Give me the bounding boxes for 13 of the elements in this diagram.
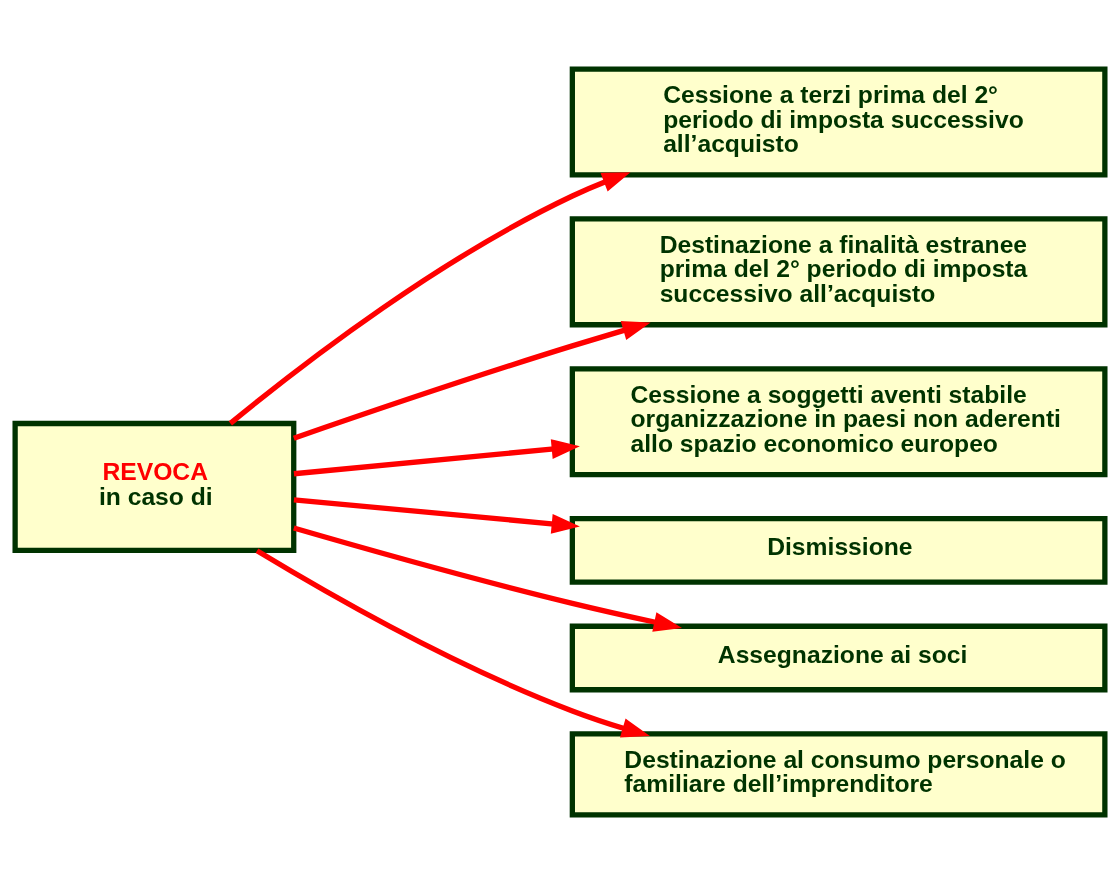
node-box: REVOCA in caso di [12, 420, 297, 554]
arrow [293, 525, 683, 632]
node-box: Assegnazione ai soci [569, 623, 1108, 693]
arrow [228, 172, 631, 426]
arrow [293, 439, 580, 477]
arrow [292, 321, 651, 441]
node-box: Destinazione al consumo personale o familiare dell’imprenditore [569, 731, 1108, 818]
node-box: Cessione a terzi prima del 2° periodo di imposta successivo all’acquisto [569, 66, 1108, 178]
node-box: Dismissione [569, 516, 1108, 585]
arrow [293, 497, 580, 534]
node-box: Cessione a soggetti aventi stabile organizzazione in paesi non aderenti allo spazio economico europeo [569, 366, 1108, 478]
node-box: Destinazione a finalità estranee prima del 2° periodo di imposta successivo all’acquisto [569, 216, 1108, 328]
arrow [255, 548, 650, 738]
